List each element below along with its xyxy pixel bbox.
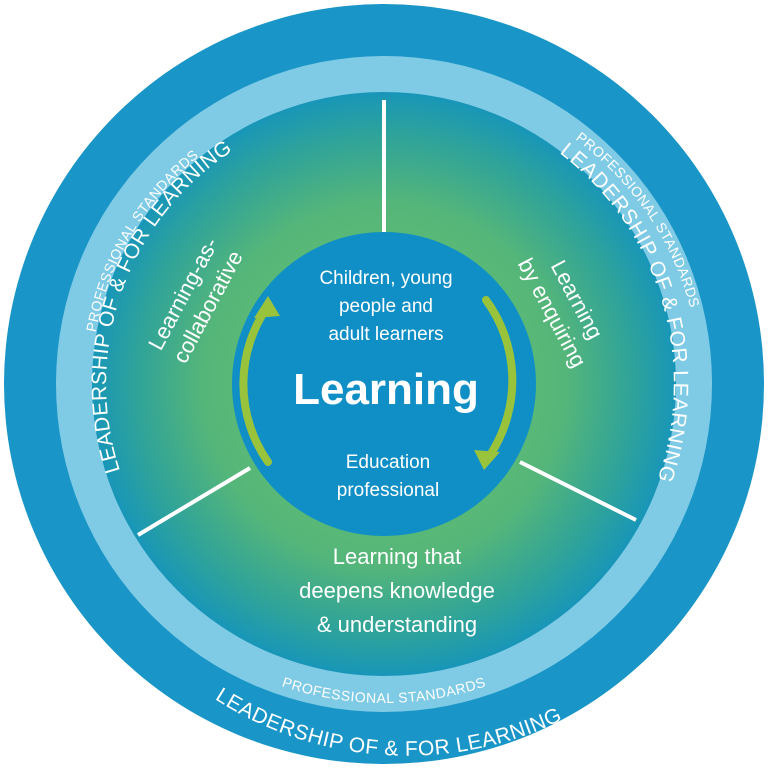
- divider-right: [519, 460, 637, 522]
- divider-left: [136, 466, 252, 537]
- right-cycle-arrow-icon: [474, 296, 517, 470]
- center-text-professional: Education professional: [337, 452, 439, 501]
- svg-text:Education: Education: [346, 452, 431, 473]
- svg-text:people and: people and: [339, 296, 433, 317]
- svg-text:Learning that: Learning that: [333, 544, 461, 569]
- center-circle: [232, 232, 536, 536]
- svg-text:& understanding: & understanding: [317, 612, 477, 637]
- svg-text:adult learners: adult learners: [328, 324, 443, 345]
- svg-text:Children, young: Children, young: [319, 268, 452, 289]
- svg-text:professional: professional: [337, 480, 439, 501]
- center-text-learners: Children, young people and adult learner…: [319, 268, 452, 345]
- segment-label-deepens: Learning that deepens knowledge & unders…: [299, 544, 495, 637]
- center-title: Learning: [293, 365, 479, 414]
- svg-text:deepens knowledge: deepens knowledge: [299, 578, 495, 603]
- left-cycle-arrow-icon: [239, 296, 280, 466]
